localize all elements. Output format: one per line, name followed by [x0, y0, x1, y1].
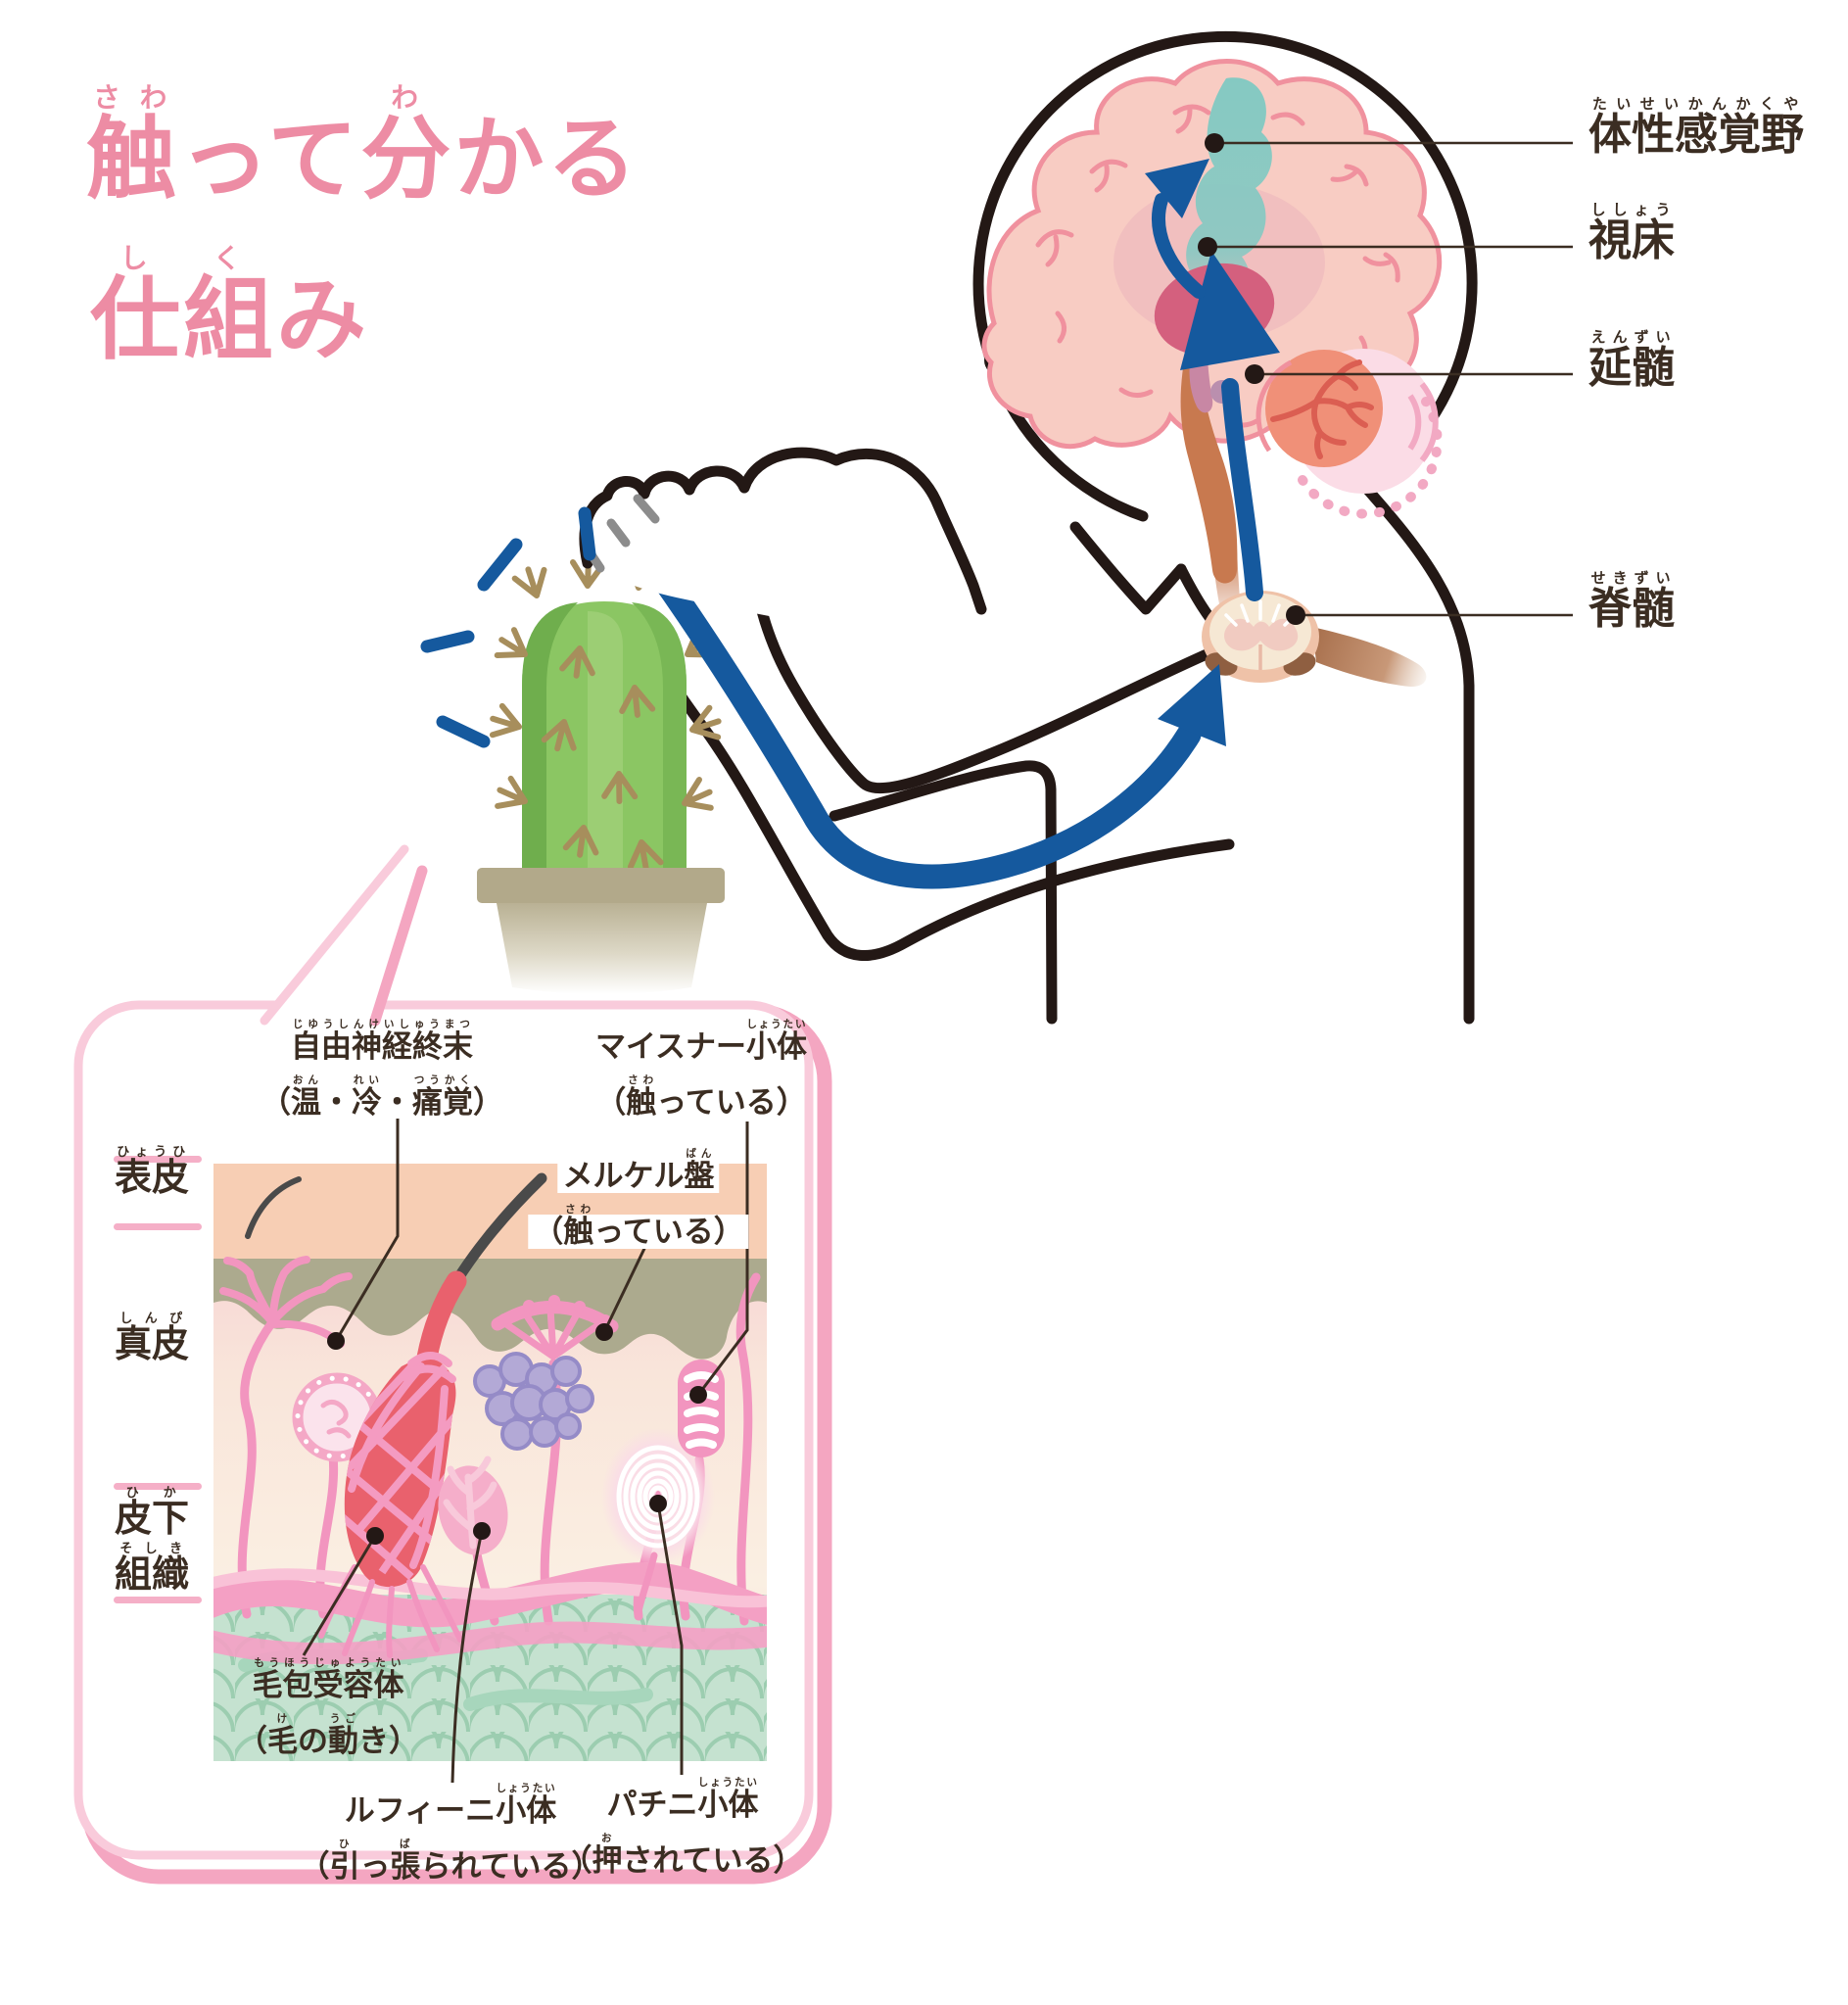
- signal-arrow-arm-shaft: [645, 558, 1202, 889]
- cactus-plant: [477, 557, 725, 994]
- fist-fill: [584, 453, 983, 646]
- cerebellum-branches: [1270, 359, 1374, 459]
- follicle-rootlets: [318, 1564, 463, 1658]
- brainstem-shape: [1180, 343, 1238, 584]
- layer-tick-2: [114, 1223, 202, 1230]
- free-nerve-ending-shape: [219, 1256, 353, 1348]
- label-spinal-cord: 脊髄せきずい: [1588, 570, 1675, 633]
- label-meissner: マイスナー小体しょうたい （触さわっている）: [594, 1019, 808, 1120]
- brain-leader-dots: [1198, 133, 1305, 625]
- arm-inner-line: [745, 511, 1212, 793]
- bubble-tail-right-stroke: [369, 865, 428, 1026]
- torso-front-line: [829, 760, 1058, 1025]
- fist-outline: [579, 447, 987, 615]
- page-title-line1: 触さわって分わかる: [86, 82, 640, 210]
- sebaceous-gland: [473, 1352, 594, 1451]
- pot-body: [497, 903, 707, 994]
- layer-tick-4: [114, 1597, 202, 1603]
- nerve-root-fan: [1312, 627, 1427, 688]
- label-subcutaneous-line1: 皮ひ下か: [114, 1485, 190, 1540]
- merkel-disc-shape: [491, 1295, 619, 1361]
- layer-tick-3: [114, 1483, 202, 1490]
- label-epidermis: 表皮ひょうひ: [114, 1144, 189, 1199]
- label-dermis: 真皮しんぴ: [114, 1311, 189, 1365]
- meissner-corpuscle-shape: [678, 1360, 725, 1457]
- follicle-net: [344, 1354, 456, 1581]
- hand-fist: [579, 447, 987, 646]
- skin-leader-lines: [302, 1119, 749, 1784]
- chin-line: [1069, 521, 1187, 615]
- signal-arrow-spine-shaft: [1221, 378, 1263, 601]
- label-medulla: 延髄えんずい: [1588, 329, 1675, 392]
- hair-shaft: [450, 1172, 547, 1287]
- spinal-cord-disc: [1202, 591, 1427, 688]
- signal-arrow-arm-head: [1158, 664, 1226, 746]
- gyri-lines: [1035, 104, 1400, 428]
- signal-arrow-spine-head: [1180, 251, 1280, 370]
- pot-rim: [477, 868, 725, 903]
- label-hair-follicle-receptor: 毛包受容体もうほうじゅようたい （毛けの動うごき）: [237, 1657, 419, 1758]
- label-pacinian: パチニ小体しょうたい （押おされている）: [561, 1777, 804, 1878]
- label-thalamus: 視床ししょう: [1588, 202, 1675, 264]
- label-subcutaneous: 皮ひ下か 組織そしき: [78, 1485, 225, 1596]
- back-line: [1359, 481, 1475, 1025]
- impact-marks: [420, 506, 596, 748]
- signal-arrow-cortex-shaft: [1152, 193, 1206, 299]
- label-merkel: メルケル盤ばん （触さわっている）: [528, 1148, 749, 1249]
- layer-tick-1: [114, 1156, 202, 1163]
- signal-arrows: [1145, 159, 1280, 601]
- signal-arrow-cortex-head: [1145, 159, 1209, 218]
- gray-matter-butterfly: [1224, 618, 1299, 651]
- label-free-nerve-ending: 自由神経終末じゆうしんけいしゅうまつ （温おん・冷れい・痛覚つうかく）: [261, 1019, 503, 1120]
- nerve-plexus-band: [213, 1562, 767, 1665]
- page-title-line2: 仕し組くみ: [90, 243, 370, 370]
- brain-leader-lines: [1208, 141, 1573, 617]
- label-somatosensory-cortex: 体性感覚野たいせいかんかくや: [1588, 96, 1804, 159]
- label-subcutaneous-line2: 組織そしき: [114, 1540, 189, 1596]
- skin-leader-dots: [327, 1323, 707, 1545]
- small-hair: [245, 1176, 302, 1239]
- cerebellum-shape: [1256, 349, 1443, 519]
- bubble-tail-left-stroke: [260, 844, 409, 1026]
- label-ruffini: ルフィーニ小体しょうたい （引ひっ張ばられている）: [299, 1783, 602, 1884]
